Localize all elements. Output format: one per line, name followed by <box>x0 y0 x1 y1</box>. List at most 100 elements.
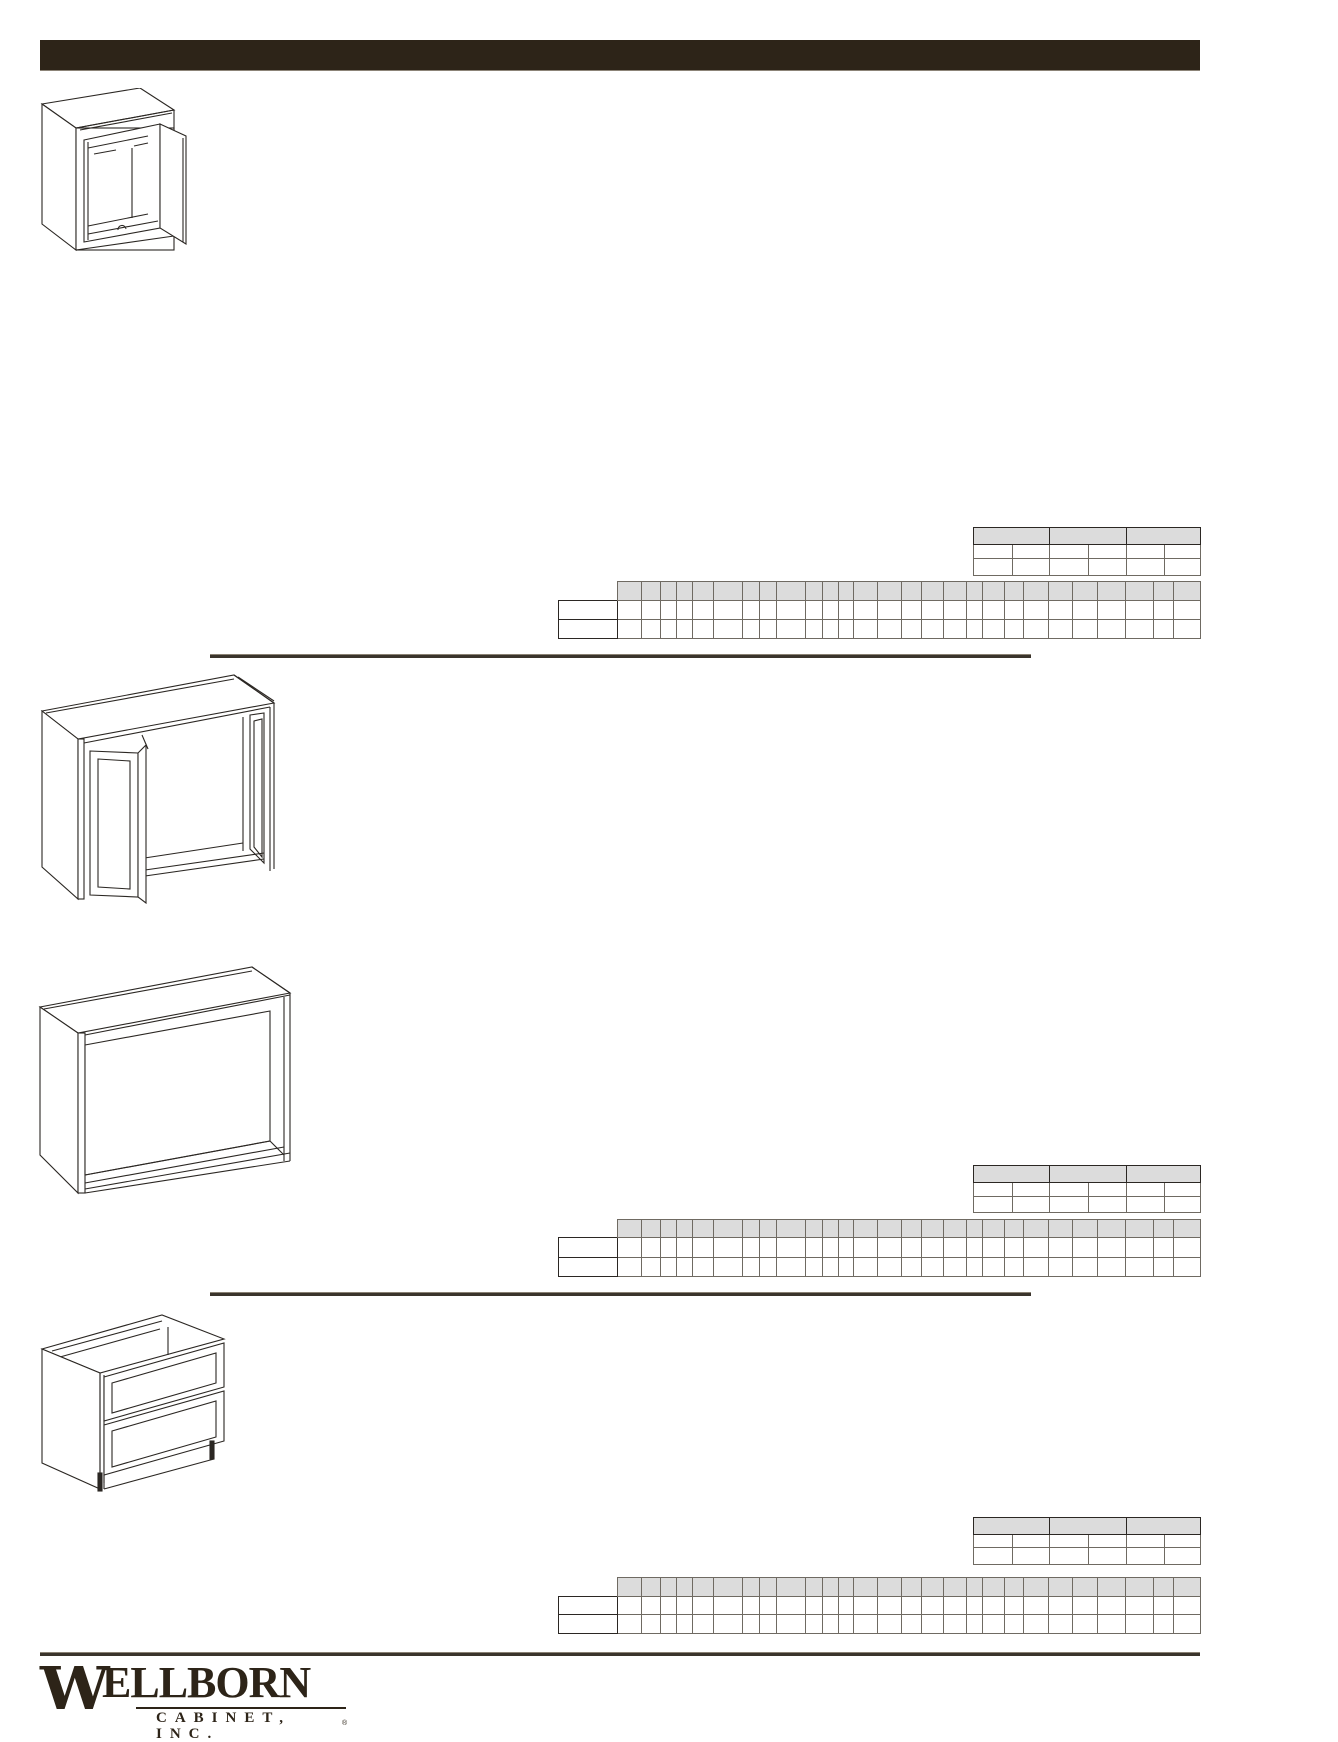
width-cell <box>713 1257 743 1277</box>
width-cell <box>1125 1596 1154 1615</box>
width-header-cell <box>676 581 693 601</box>
width-header-cell <box>759 1577 777 1597</box>
width-cell <box>966 1614 983 1634</box>
width-header-cell <box>1097 581 1126 601</box>
width-cell <box>1173 600 1201 620</box>
width-header-cell <box>641 581 661 601</box>
width-row-label <box>558 619 618 639</box>
cabinet-illustration-single-door <box>38 88 218 256</box>
width-cell <box>692 1237 714 1258</box>
width-header-cell <box>966 581 983 601</box>
width-header-cell <box>838 581 854 601</box>
width-cell <box>943 1257 967 1277</box>
width-header-cell <box>1097 1577 1126 1597</box>
size-cell <box>973 1182 1013 1197</box>
width-cell <box>943 1237 967 1258</box>
size-header-cell <box>1126 1165 1201 1183</box>
width-cell <box>776 1614 806 1634</box>
size-cell <box>1049 1182 1089 1197</box>
width-cell <box>822 1596 839 1615</box>
width-header-cell <box>805 581 823 601</box>
size-cell <box>1126 558 1165 576</box>
width-cell <box>776 600 806 620</box>
width-cell <box>1097 619 1126 639</box>
width-cell <box>1072 1614 1098 1634</box>
width-cell <box>617 1614 642 1634</box>
width-cell <box>1153 1257 1174 1277</box>
width-cell <box>660 600 677 620</box>
width-cell <box>921 1237 944 1258</box>
width-cell <box>966 1257 983 1277</box>
width-cell <box>877 1257 902 1277</box>
size-cell <box>1126 544 1165 559</box>
width-cell <box>641 1596 661 1615</box>
width-header-cell <box>901 1219 922 1238</box>
width-cell <box>822 1614 839 1634</box>
width-header-cell <box>641 1219 661 1238</box>
width-cell <box>660 619 677 639</box>
width-header-cell <box>692 1577 714 1597</box>
width-cell <box>641 600 661 620</box>
width-header-cell <box>982 1577 1005 1597</box>
width-cell <box>641 1237 661 1258</box>
width-cell <box>982 1257 1005 1277</box>
width-cell <box>966 1237 983 1258</box>
width-cell <box>742 600 760 620</box>
width-cell <box>776 619 806 639</box>
size-cell <box>1164 1182 1201 1197</box>
width-cell <box>676 1257 693 1277</box>
size-cell <box>1012 1182 1050 1197</box>
width-cell <box>641 1614 661 1634</box>
size-cell <box>1164 544 1201 559</box>
width-header-cell <box>660 581 677 601</box>
size-header-cell <box>1049 1517 1127 1535</box>
width-header-cell <box>805 1577 823 1597</box>
width-cell <box>660 1237 677 1258</box>
size-cell <box>1088 1182 1127 1197</box>
width-cell <box>1097 1596 1126 1615</box>
width-header-cell <box>877 1577 902 1597</box>
width-header-cell <box>877 581 902 601</box>
width-header-cell <box>901 1577 922 1597</box>
width-cell <box>943 1596 967 1615</box>
width-cell <box>713 1614 743 1634</box>
width-header-cell <box>1125 1219 1154 1238</box>
wellborn-logo: W ELLBORN CABINET, INC. ® <box>40 1658 360 1742</box>
width-header-cell <box>1048 581 1073 601</box>
width-cell <box>1173 1257 1201 1277</box>
width-header-cell <box>713 1577 743 1597</box>
width-cell <box>982 1614 1005 1634</box>
width-cell <box>742 1614 760 1634</box>
width-cell <box>1125 1614 1154 1634</box>
width-header-cell <box>676 1219 693 1238</box>
size-header-cell <box>1049 527 1127 545</box>
cabinet-illustration-open-frame <box>38 965 294 1197</box>
width-cell <box>901 1596 922 1615</box>
width-cell <box>943 600 967 620</box>
width-header-cell <box>838 1577 854 1597</box>
width-header-cell <box>853 1219 878 1238</box>
width-cell <box>776 1596 806 1615</box>
width-header-cell <box>943 581 967 601</box>
cabinet-illustration-bifold-doors <box>38 673 278 905</box>
width-cell <box>1048 1257 1073 1277</box>
width-header-cell <box>1072 581 1098 601</box>
width-cell <box>713 1237 743 1258</box>
width-cell <box>1004 1237 1024 1258</box>
width-cell <box>1125 600 1154 620</box>
width-cell <box>713 600 743 620</box>
width-row-label <box>558 1257 618 1277</box>
width-cell <box>838 600 854 620</box>
width-header-cell <box>982 1219 1005 1238</box>
width-header-cell <box>1072 1577 1098 1597</box>
width-cell <box>1072 1596 1098 1615</box>
logo-wordmark: ELLBORN <box>102 1658 311 1707</box>
width-header-cell <box>776 1577 806 1597</box>
width-cell <box>742 1596 760 1615</box>
width-header-cell <box>1072 1219 1098 1238</box>
width-cell <box>692 1596 714 1615</box>
width-header-cell <box>966 1219 983 1238</box>
width-table-section-3 <box>558 1219 1201 1277</box>
width-header-cell <box>838 1219 854 1238</box>
width-cell <box>921 600 944 620</box>
